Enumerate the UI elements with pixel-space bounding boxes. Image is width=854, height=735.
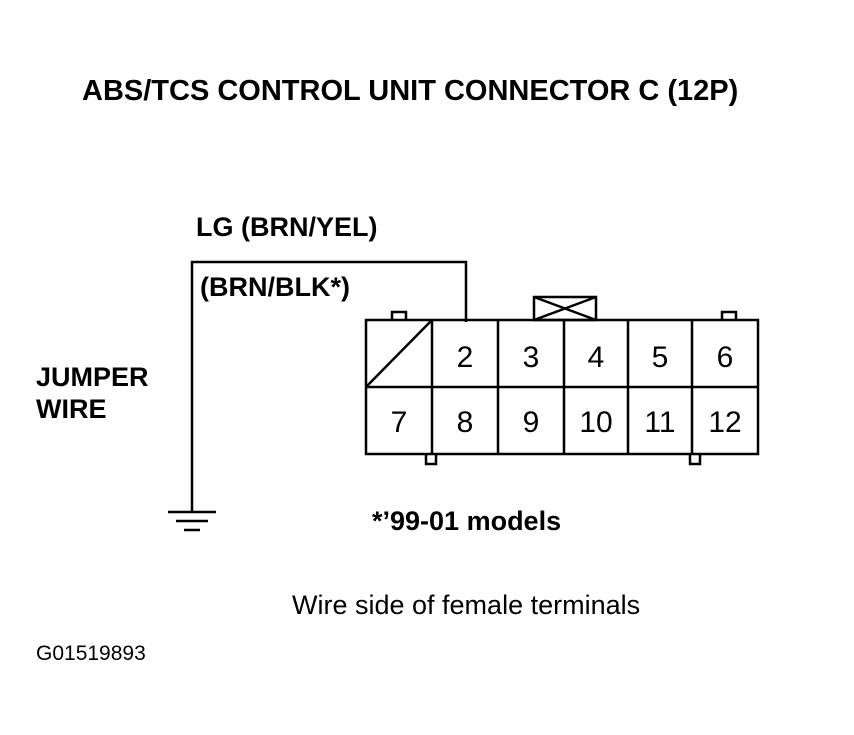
pin-2: 2 <box>457 341 474 374</box>
ground-icon <box>168 510 216 532</box>
pin-4: 4 <box>588 341 605 374</box>
diagram-caption: Wire side of female terminals <box>292 590 640 620</box>
wire-color-alt-label: (BRN/BLK*) <box>200 272 350 302</box>
connector-body <box>364 295 760 466</box>
figure-id: G01519893 <box>36 642 146 665</box>
jumper-wire-label-line2: WIRE <box>36 394 107 424</box>
pin-7: 7 <box>391 406 408 439</box>
connector-pins: 2 3 4 5 6 7 8 9 10 11 12 <box>391 341 742 439</box>
pin-11: 11 <box>644 406 675 439</box>
model-footnote: *’99-01 models <box>372 506 561 536</box>
diagram-title: ABS/TCS CONTROL UNIT CONNECTOR C (12P) <box>82 75 738 107</box>
pin-10: 10 <box>579 406 612 439</box>
jumper-wire <box>190 260 468 512</box>
pin-12: 12 <box>708 406 741 439</box>
pin-8: 8 <box>457 406 474 439</box>
pin-3: 3 <box>523 341 540 374</box>
pin-5: 5 <box>652 341 669 374</box>
wire-color-label: LG (BRN/YEL) <box>196 212 378 242</box>
pin-6: 6 <box>717 341 734 374</box>
jumper-wire-label-line1: JUMPER <box>36 362 149 392</box>
pin-9: 9 <box>523 406 540 439</box>
